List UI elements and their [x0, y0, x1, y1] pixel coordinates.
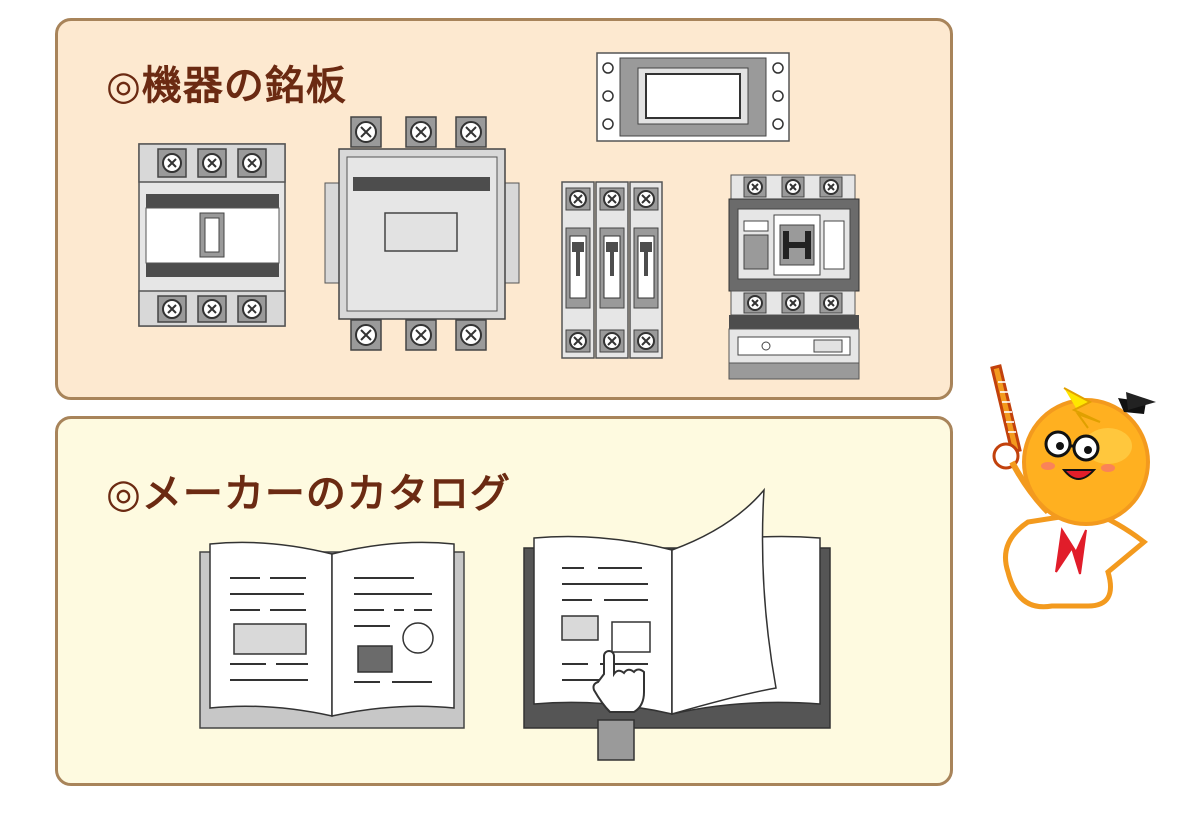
miniature-breaker-set-icon	[561, 181, 663, 359]
open-catalog-book-icon	[199, 541, 465, 729]
magnetic-contactor-icon	[324, 116, 520, 351]
catalog-book-with-pointing-hand-icon	[523, 487, 831, 761]
nameplate-section-title: ◎機器の銘板	[106, 63, 347, 109]
earth-leakage-breaker-icon	[728, 174, 860, 380]
professor-mascot-icon	[990, 364, 1156, 610]
terminal-block-icon	[596, 52, 790, 142]
catalog-section-title: ◎メーカーのカタログ	[106, 471, 511, 517]
molded-case-breaker-icon	[138, 143, 286, 327]
